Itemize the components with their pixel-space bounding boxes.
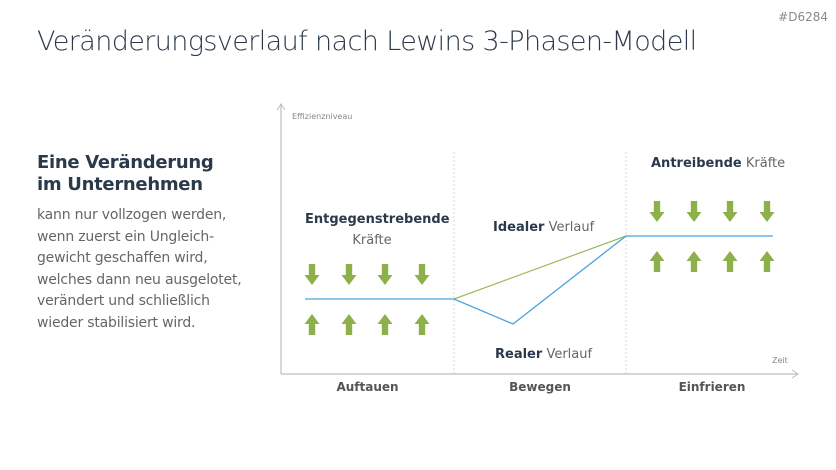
phase-label-auftauen: Auftauen — [336, 380, 399, 394]
y-axis-label: Effizienzniveau — [292, 112, 353, 121]
intro-body-line: wieder stabilisiert wird. — [37, 314, 196, 331]
opposing-forces-bold: Entgegenstrebende — [305, 212, 450, 227]
real-path-label: Realer Verlauf — [495, 347, 592, 362]
x-axis-label: Zeit — [772, 356, 788, 365]
page-title: Veränderungsverlauf nach Lewins 3-Phasen… — [37, 26, 697, 57]
slide-code: #D6284 — [778, 10, 828, 24]
x-axis — [281, 369, 799, 379]
ideal-path-light: Verlauf — [548, 220, 595, 235]
intro-body: kann nur vollzogen werden, wenn zuerst e… — [37, 205, 267, 335]
ideal-path-line — [453, 235, 627, 300]
real-path-light: Verlauf — [546, 347, 593, 362]
intro-body-line: kann nur vollzogen werden, — [37, 207, 227, 223]
intro-body-line: gewicht geschaffen wird, — [37, 250, 208, 267]
driving-forces-down-arrows — [649, 201, 775, 222]
real-path-bold: Realer — [495, 347, 543, 362]
intro-body-line: welches dann neu ausgelotet, — [37, 271, 242, 288]
driving-forces-label: Antreibende Kräfte — [651, 156, 785, 171]
ideal-path-label: Idealer Verlauf — [493, 220, 594, 235]
driving-forces-up-arrows — [649, 251, 775, 272]
driving-forces-bold: Antreibende — [651, 156, 742, 171]
opposing-forces-label: Entgegenstrebende Kräfte — [305, 209, 450, 251]
real-path-line — [305, 235, 773, 325]
y-axis — [276, 103, 286, 374]
intro-body-line: wenn zuerst ein Ungleich- — [37, 228, 214, 245]
opposing-forces-down-arrows — [304, 264, 430, 285]
intro-heading: Eine Veränderung im Unternehmen — [37, 152, 214, 196]
ideal-path-bold: Idealer — [493, 220, 545, 235]
intro-heading-line-1: Eine Veränderung — [37, 152, 214, 173]
opposing-forces-up-arrows — [304, 314, 430, 335]
phase-label-einfrieren: Einfrieren — [678, 380, 746, 394]
intro-heading-line-2: im Unternehmen — [37, 174, 203, 195]
driving-forces-light: Kräfte — [745, 156, 786, 171]
phase-label-bewegen: Bewegen — [509, 380, 571, 394]
intro-body-line: verändert und schließlich — [37, 293, 210, 310]
opposing-forces-light: Kräfte — [352, 233, 392, 248]
